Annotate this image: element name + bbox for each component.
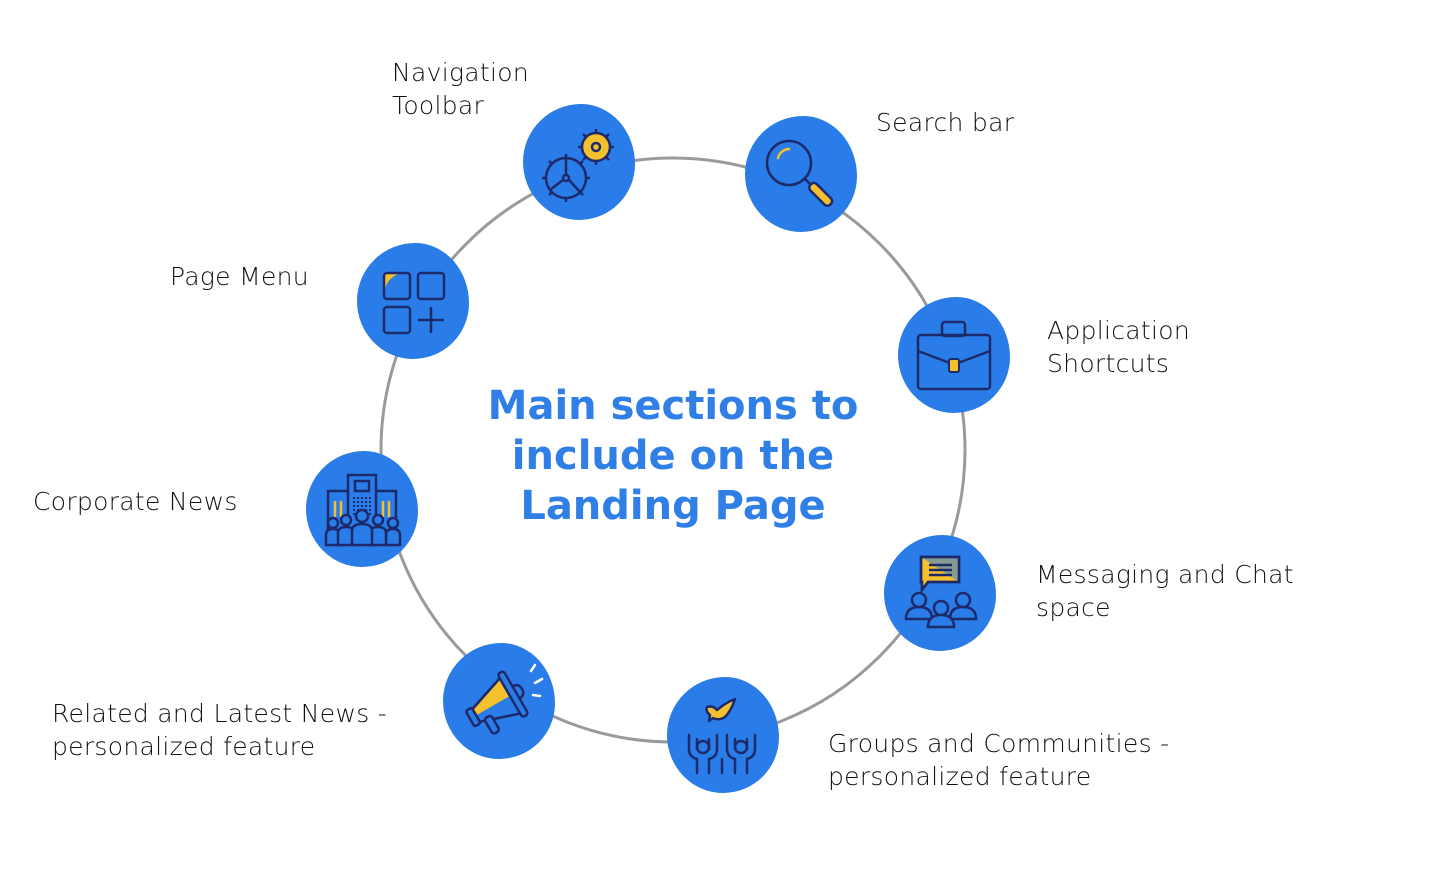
related-latest-news-node: [443, 643, 555, 759]
corporate-news-label: Corporate News: [33, 487, 238, 516]
magnifier-icon: [765, 139, 834, 208]
application-shortcuts-node: [898, 297, 1010, 413]
groups-communities-node: [667, 677, 779, 793]
dove-hands-icon: [687, 697, 757, 775]
application-shortcuts-label: Application Shortcuts: [1047, 316, 1190, 378]
messaging-chat-node: [884, 535, 996, 651]
briefcase-icon: [916, 320, 992, 391]
chat-group-icon: [904, 555, 978, 629]
messaging-chat-label: Messaging and Chat space: [1036, 560, 1294, 622]
grid-add-icon: [382, 271, 446, 335]
related-latest-news-label: Related and Latest News - personalized f…: [52, 699, 388, 761]
page-menu-node: [357, 243, 469, 359]
search-bar-node: [745, 116, 857, 232]
search-bar-label: Search bar: [876, 108, 1015, 137]
title-line: include on the: [511, 433, 835, 479]
diagram-title: Main sections to include on the Landing …: [473, 381, 873, 531]
title-line: Main sections to: [487, 383, 859, 429]
megaphone-icon: [465, 663, 544, 735]
title-line: Landing Page: [520, 483, 826, 529]
groups-communities-label: Groups and Communities - personalized fe…: [828, 729, 1170, 791]
building-people-icon: [324, 473, 402, 547]
gears-icon: [542, 129, 614, 202]
corporate-news-node: [306, 451, 418, 567]
page-menu-label: Page Menu: [170, 262, 309, 291]
navigation-toolbar-label: Navigation Toolbar: [392, 58, 529, 120]
navigation-toolbar-node: [523, 104, 635, 220]
